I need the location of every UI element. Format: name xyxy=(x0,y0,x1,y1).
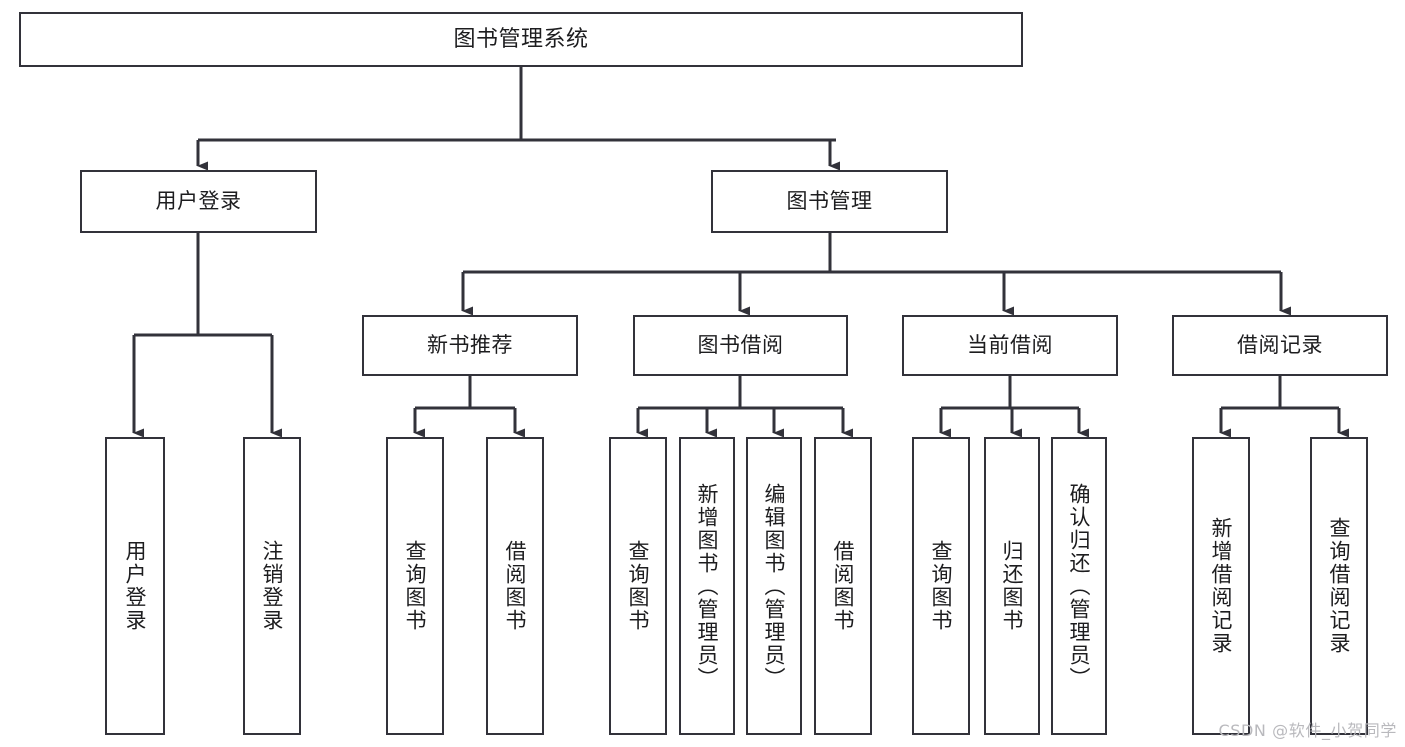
leaf-node-label: 确认归还（管理员） xyxy=(1067,482,1092,690)
leaf-node-label: 注销登录 xyxy=(260,540,285,632)
node-current-borrow-label: 当前借阅 xyxy=(967,333,1053,358)
node-current-borrow[interactable]: 当前借阅 xyxy=(902,315,1118,376)
leaf-node-label: 新增借阅记录 xyxy=(1209,517,1234,655)
leaf-node[interactable]: 查询图书 xyxy=(386,437,444,735)
node-user-login-label: 用户登录 xyxy=(155,189,242,214)
leaf-node-label: 查询图书 xyxy=(403,540,428,632)
leaf-node[interactable]: 新增借阅记录 xyxy=(1192,437,1250,735)
node-user-login[interactable]: 用户登录 xyxy=(80,170,317,233)
leaf-node[interactable]: 查询图书 xyxy=(609,437,667,735)
leaf-node[interactable]: 确认归还（管理员） xyxy=(1051,437,1107,735)
csdn-watermark: CSDN @软件_小贺同学 xyxy=(1218,721,1397,740)
leaf-node-label: 归还图书 xyxy=(1000,540,1025,632)
node-new-book-recommend[interactable]: 新书推荐 xyxy=(362,315,578,376)
leaf-node-label: 借阅图书 xyxy=(831,540,856,632)
leaf-node-label: 用户登录 xyxy=(123,540,148,632)
leaf-node-label: 查询图书 xyxy=(626,540,651,632)
leaf-node[interactable]: 查询借阅记录 xyxy=(1310,437,1368,735)
leaf-node-label: 查询图书 xyxy=(929,540,954,632)
leaf-node[interactable]: 归还图书 xyxy=(984,437,1040,735)
node-root-label: 图书管理系统 xyxy=(453,26,589,52)
leaf-node-label: 新增图书（管理员） xyxy=(695,482,720,690)
leaf-node[interactable]: 新增图书（管理员） xyxy=(679,437,735,735)
leaf-node[interactable]: 注销登录 xyxy=(243,437,301,735)
leaf-node-label: 编辑图书（管理员） xyxy=(762,482,787,690)
leaf-node-label: 借阅图书 xyxy=(503,540,528,632)
leaf-node-label: 查询借阅记录 xyxy=(1327,517,1352,655)
node-book-borrow[interactable]: 图书借阅 xyxy=(633,315,848,376)
leaf-node[interactable]: 借阅图书 xyxy=(486,437,544,735)
node-book-management[interactable]: 图书管理 xyxy=(711,170,948,233)
leaf-node[interactable]: 编辑图书（管理员） xyxy=(746,437,802,735)
node-borrow-records-label: 借阅记录 xyxy=(1237,333,1323,358)
node-new-book-recommend-label: 新书推荐 xyxy=(427,333,513,358)
node-book-borrow-label: 图书借阅 xyxy=(697,333,784,358)
leaf-node[interactable]: 借阅图书 xyxy=(814,437,872,735)
leaf-node[interactable]: 查询图书 xyxy=(912,437,970,735)
node-book-management-label: 图书管理 xyxy=(786,189,873,214)
node-borrow-records[interactable]: 借阅记录 xyxy=(1172,315,1388,376)
node-root[interactable]: 图书管理系统 xyxy=(19,12,1023,67)
leaf-node[interactable]: 用户登录 xyxy=(105,437,165,735)
